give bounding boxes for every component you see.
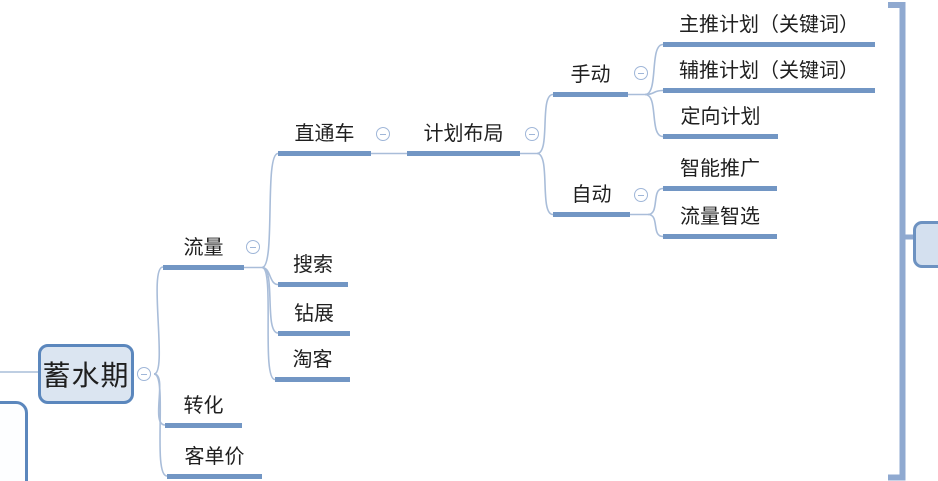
connector-traffic-drill-display xyxy=(261,266,279,334)
topic-search[interactable]: 搜索 xyxy=(278,247,348,287)
topic-smart-promotion[interactable]: 智能推广 xyxy=(663,151,777,191)
collapse-icon-root[interactable] xyxy=(137,367,151,381)
topic-plan-layout[interactable]: 计划布局 xyxy=(407,116,520,156)
topic-targeted-plan-label: 定向计划 xyxy=(680,106,761,128)
topic-traffic-smart-select-label: 流量智选 xyxy=(680,206,760,228)
connector-auto-smart-promotion xyxy=(647,187,664,216)
topic-main-promo-plan[interactable]: 主推计划（关键词） xyxy=(663,7,875,47)
collapse-icon-manual[interactable] xyxy=(634,66,648,80)
connector-manual-targeted-plan xyxy=(644,93,664,138)
collapse-icon-traffic[interactable] xyxy=(246,240,260,254)
topic-manual-label: 手动 xyxy=(570,64,611,86)
topic-aux-promo-plan[interactable]: 辅推计划（关键词） xyxy=(663,53,875,93)
topic-conversion-label: 转化 xyxy=(183,395,224,417)
topic-search-label: 搜索 xyxy=(293,254,333,276)
topic-plan-layout-label: 计划布局 xyxy=(423,123,504,145)
collapse-icon-through-train[interactable] xyxy=(376,127,390,141)
connector-plan-layout-auto xyxy=(536,152,554,216)
topic-root-accumulation-period[interactable]: 蓄水期 xyxy=(38,344,134,404)
connector-auto-traffic-smart-select xyxy=(647,213,664,238)
topic-main-promo-plan-label: 主推计划（关键词） xyxy=(679,14,859,36)
topic-traffic[interactable]: 流量 xyxy=(163,230,244,270)
connector-manual-aux-plan xyxy=(644,89,664,96)
summary-bracket xyxy=(888,2,906,481)
connector-root-avg-order-value xyxy=(153,373,168,477)
topic-avg-order-value-label: 客单价 xyxy=(184,446,245,468)
topic-auto[interactable]: 自动 xyxy=(553,177,630,217)
topic-conversion[interactable]: 转化 xyxy=(165,388,242,428)
topic-avg-order-value[interactable]: 客单价 xyxy=(167,439,262,479)
topic-taoke-label: 淘客 xyxy=(292,349,333,371)
topic-traffic-smart-select[interactable]: 流量智选 xyxy=(663,199,777,239)
topic-through-train-ads[interactable]: 直通车 xyxy=(278,116,371,156)
connector-root-traffic xyxy=(153,266,164,375)
collapse-icon-auto[interactable] xyxy=(634,188,648,202)
connector-plan-layout-manual xyxy=(536,93,554,155)
topic-aux-promo-plan-label: 辅推计划（关键词） xyxy=(679,60,859,82)
partial-topic-box[interactable] xyxy=(0,401,28,481)
topic-drill-display-ads[interactable]: 钻展 xyxy=(278,296,350,336)
summary-topic[interactable] xyxy=(913,221,938,268)
connector-manual-main-plan xyxy=(644,43,664,96)
topic-taoke[interactable]: 淘客 xyxy=(275,342,350,382)
collapse-icon-plan-layout[interactable] xyxy=(525,127,539,141)
topic-targeted-plan[interactable]: 定向计划 xyxy=(663,99,778,139)
topic-traffic-label: 流量 xyxy=(183,237,224,259)
topic-through-train-label: 直通车 xyxy=(294,123,355,145)
topic-auto-label: 自动 xyxy=(571,184,612,206)
topic-drill-display-label: 钻展 xyxy=(294,303,334,325)
connector-traffic-taoke xyxy=(261,266,276,381)
topic-root-label: 蓄水期 xyxy=(42,360,130,391)
topic-manual[interactable]: 手动 xyxy=(553,57,628,97)
topic-smart-promotion-label: 智能推广 xyxy=(680,158,760,180)
connector-traffic-through-train xyxy=(261,152,279,269)
